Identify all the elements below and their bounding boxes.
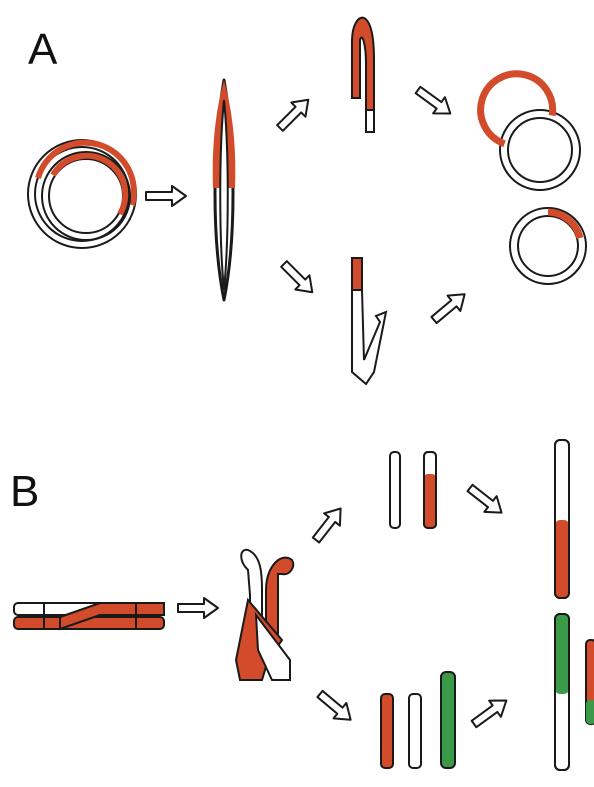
chromatid-trio-bottom	[381, 672, 455, 768]
panel-b-label: B	[10, 467, 39, 516]
panel-b: B	[10, 440, 594, 770]
hairpin-upper	[352, 18, 374, 132]
product-circle-small	[510, 208, 586, 284]
paired-chromosomes	[14, 603, 164, 629]
chromatid-pair-top	[390, 452, 436, 528]
panel-a-label: A	[28, 25, 58, 74]
recombinant-bottom	[555, 614, 594, 770]
arrow-a2	[273, 93, 315, 135]
arrow-b5	[468, 692, 512, 732]
interlocked-circles	[28, 140, 136, 248]
arrow-b4	[464, 480, 508, 520]
recombinant-top	[555, 440, 569, 598]
elongated-loop	[213, 80, 236, 300]
arrow-a1	[146, 186, 186, 206]
hook-lower	[352, 258, 386, 384]
arrow-a4	[412, 82, 456, 122]
product-circle-large	[475, 68, 580, 190]
panel-a: A	[28, 18, 586, 384]
chiasma	[236, 550, 293, 680]
arrow-b1	[178, 598, 218, 618]
arrow-b3	[314, 686, 357, 727]
arrow-a5	[428, 287, 471, 328]
arrow-b2	[308, 502, 348, 546]
arrow-a3	[277, 257, 319, 299]
